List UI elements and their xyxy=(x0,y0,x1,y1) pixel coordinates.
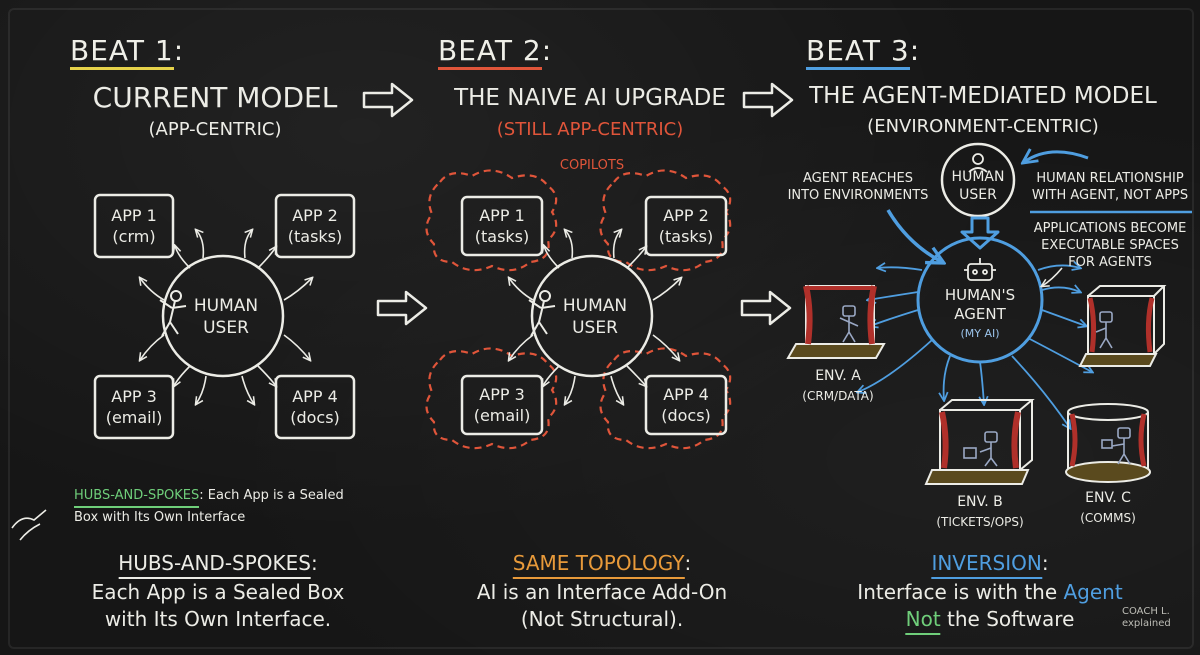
beat-3-label: BEAT 3: xyxy=(806,34,920,70)
env-a-stage xyxy=(786,285,886,359)
exec-arrow xyxy=(1042,267,1063,286)
env-c-label: ENV. C(COMMS) xyxy=(1080,490,1136,525)
app-box xyxy=(644,374,728,436)
panel2-diagram xyxy=(460,195,728,436)
arrow-icon xyxy=(376,290,428,326)
robot-icon xyxy=(964,258,996,281)
app-box xyxy=(93,193,175,259)
beat-2-title: THE NAIVE AI UPGRADE xyxy=(454,85,726,111)
beat-3-title: THE AGENT-MEDIATED MODEL xyxy=(809,83,1157,109)
human-user-circle xyxy=(940,142,1016,218)
app-2-label: APP 2(tasks) xyxy=(658,206,714,246)
reach-arrow xyxy=(886,209,942,262)
bottom-caption-1: HUBS-AND-SPOKES: Each App is a Sealed Bo… xyxy=(91,551,345,631)
app-4-label: APP 4(docs) xyxy=(290,387,340,427)
arrow-icon xyxy=(740,290,792,326)
beat-1-title: CURRENT MODEL xyxy=(92,81,338,114)
app-4-label: APP 4(docs) xyxy=(661,385,711,425)
arrow-icon xyxy=(362,82,414,118)
beat-2-label: BEAT 2: xyxy=(438,34,552,70)
app-3-label: APP 3(email) xyxy=(105,387,163,427)
app-box xyxy=(274,193,356,259)
app-2-label: APP 2(tasks) xyxy=(287,206,343,246)
bottom-caption-3: INVERSION: Interface is with the Agent N… xyxy=(857,550,1123,635)
watermark: COACH L.explained xyxy=(1122,606,1171,629)
robot-icon xyxy=(839,305,859,343)
panel2-spokes xyxy=(509,230,681,404)
robot-icon xyxy=(1095,311,1113,349)
app-box xyxy=(274,374,356,440)
env-a-label: ENV. A(CRM/DATA) xyxy=(802,368,874,403)
beat-1-subtitle: (APP-CENTRIC) xyxy=(148,119,282,140)
app-1-label: APP 1(tasks) xyxy=(474,206,530,246)
panel1-spokes xyxy=(140,230,312,404)
app-box xyxy=(460,374,544,436)
env-top-right-stage xyxy=(1078,285,1167,367)
beat-3-subtitle: (ENVIRONMENT-CENTRIC) xyxy=(867,116,1099,137)
panel1-diagram xyxy=(93,193,356,440)
env-b-label: ENV. B(TICKETS/OPS) xyxy=(936,494,1024,529)
env-b-stage xyxy=(924,399,1035,485)
robot-icon xyxy=(1101,427,1131,465)
hub-circle xyxy=(530,254,654,378)
app-box xyxy=(644,195,728,257)
robot-icon xyxy=(963,431,998,467)
relationship-arrow xyxy=(1024,152,1089,162)
person-icon xyxy=(968,153,988,173)
app-box xyxy=(93,374,175,440)
stick-figure-icon xyxy=(159,290,187,337)
env-c-stage xyxy=(1065,403,1151,483)
app-box xyxy=(460,195,544,257)
hand-icon xyxy=(11,509,47,541)
hub-circle xyxy=(161,254,285,378)
beat-1-label: BEAT 1: xyxy=(70,34,184,70)
down-arrow-icon xyxy=(960,216,1000,250)
app-1-label: APP 1(crm) xyxy=(111,206,157,246)
panel1-note: HUBS-AND-SPOKES: Each App is a Sealed Bo… xyxy=(74,488,344,525)
copilots-label: COPILOTS xyxy=(559,158,625,173)
stick-figure-icon xyxy=(528,290,556,337)
arrow-icon xyxy=(742,82,794,118)
bottom-caption-2: SAME TOPOLOGY: AI is an Interface Add-On… xyxy=(476,551,728,631)
beat-2-subtitle: (STILL APP-CENTRIC) xyxy=(496,119,684,140)
app-3-label: APP 3(email) xyxy=(473,385,531,425)
